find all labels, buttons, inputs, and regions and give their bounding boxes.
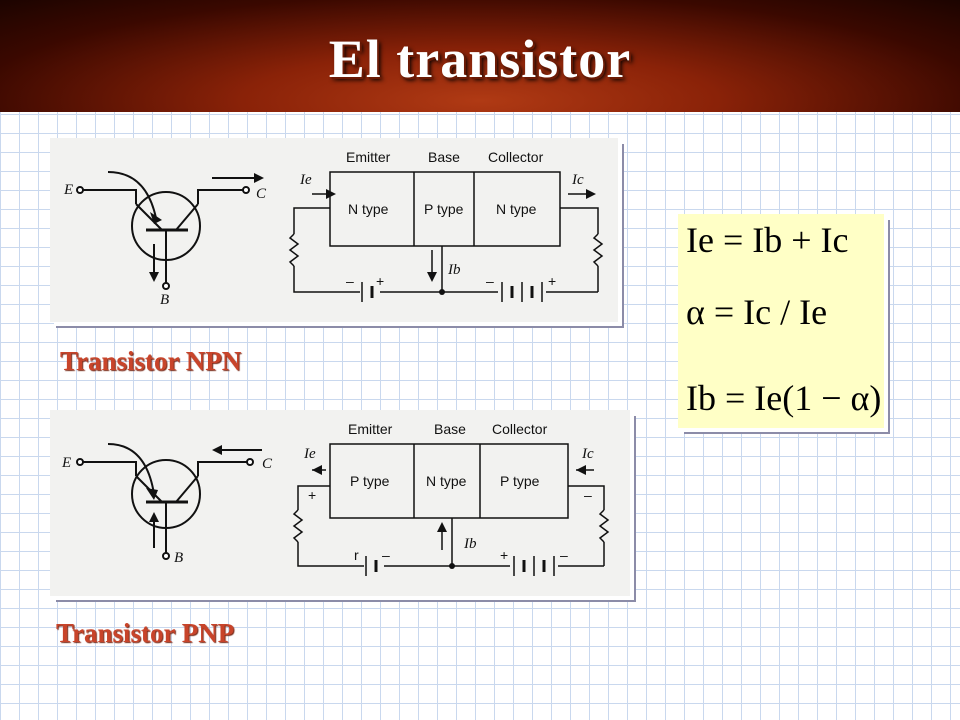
svg-text:r: r <box>354 547 359 563</box>
npn-emitter-arrow <box>150 212 162 224</box>
title-bar <box>0 0 960 112</box>
npn-current-b: Ib <box>447 262 461 278</box>
svg-text:+: + <box>500 547 508 563</box>
slide-title: El transistor <box>328 29 632 89</box>
svg-text:–: – <box>346 273 354 289</box>
npn-node <box>439 289 445 295</box>
pnp-base-label: Base <box>434 421 466 437</box>
npn-terminal-e-dot <box>76 186 84 194</box>
npn-emitter-label: Emitter <box>346 149 391 165</box>
pnp-collector-type: P type <box>500 473 540 489</box>
npn-current-c: Ic <box>571 172 584 188</box>
npn-terminal-c: C <box>256 186 267 202</box>
pnp-diagram: E C B Emitter Base Collector P type N ty… <box>50 410 630 596</box>
pnp-emitter-label: Emitter <box>348 421 393 437</box>
npn-ib-arrow <box>149 272 159 282</box>
npn-ic-arrow <box>254 173 264 183</box>
npn-current-e: Ie <box>299 172 312 188</box>
npn-junction-block <box>329 171 561 247</box>
svg-text:–: – <box>382 547 390 563</box>
pnp-emitter-arrow <box>146 488 158 500</box>
svg-text:+: + <box>376 273 384 289</box>
npn-diagram: E C B Emitter Base Collector N type P ty… <box>50 138 618 322</box>
pnp-junction-block <box>329 443 569 519</box>
pnp-terminal-e: E <box>61 455 71 471</box>
equation-1: Ie = Ib + Ic <box>686 220 849 260</box>
npn-base-type: P type <box>424 201 464 217</box>
npn-terminal-b-dot <box>162 282 170 290</box>
svg-text:+: + <box>548 273 556 289</box>
pnp-current-b: Ib <box>463 536 477 552</box>
pnp-emitter-type: P type <box>350 473 390 489</box>
pnp-base-type: N type <box>426 473 467 489</box>
equation-3: Ib = Ie(1 − α) <box>686 378 881 418</box>
npn-emitter-type: N type <box>348 201 389 217</box>
npn-emitter-lead <box>135 203 163 231</box>
npn-terminal-b: B <box>160 292 169 308</box>
pnp-caption: Transistor PNP <box>56 618 235 648</box>
pnp-terminal-c: C <box>262 456 273 472</box>
equation-2: α = Ic / Ie <box>686 292 827 332</box>
equation-box: Ie = Ib + Ic α = Ic / Ie Ib = Ie(1 − α) <box>678 214 884 428</box>
pnp-current-c: Ic <box>581 446 594 462</box>
npn-collector-type: N type <box>496 201 537 217</box>
pnp-diagram-svg: E C B Emitter Base Collector P type N ty… <box>61 421 610 576</box>
equations-svg: Ie = Ib + Ic α = Ic / Ie Ib = Ie(1 − α) <box>686 220 881 418</box>
npn-terminal-e: E <box>63 182 73 198</box>
npn-terminal-c-dot <box>242 186 250 194</box>
svg-text:–: – <box>584 487 592 503</box>
pnp-current-e: Ie <box>303 446 316 462</box>
svg-text:+: + <box>308 487 316 503</box>
svg-text:–: – <box>486 273 494 289</box>
svg-text:–: – <box>560 547 568 563</box>
npn-collector-lead <box>175 203 199 231</box>
pnp-terminal-b: B <box>174 550 183 566</box>
npn-caption: Transistor NPN <box>60 346 242 376</box>
npn-base-label: Base <box>428 149 460 165</box>
npn-collector-label: Collector <box>488 149 544 165</box>
pnp-collector-label: Collector <box>492 421 548 437</box>
npn-diagram-svg: E C B Emitter Base Collector N type P ty… <box>63 149 604 308</box>
